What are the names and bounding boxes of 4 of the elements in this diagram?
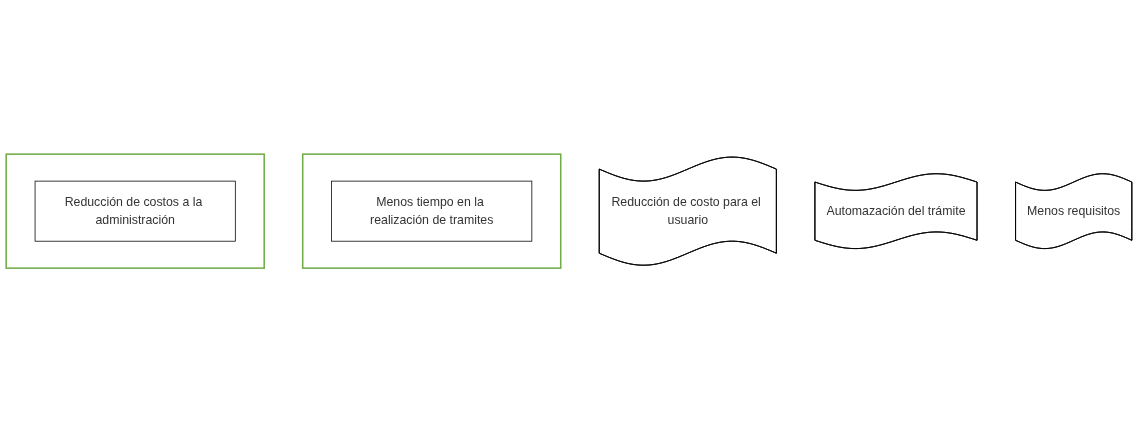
cluster bbox=[5, 153, 265, 270]
node-box: Menos tiempo en la realización de tramites bbox=[331, 181, 533, 242]
cluster bbox=[301, 153, 562, 270]
node-box: Reducción de costos a la administración bbox=[34, 181, 236, 242]
